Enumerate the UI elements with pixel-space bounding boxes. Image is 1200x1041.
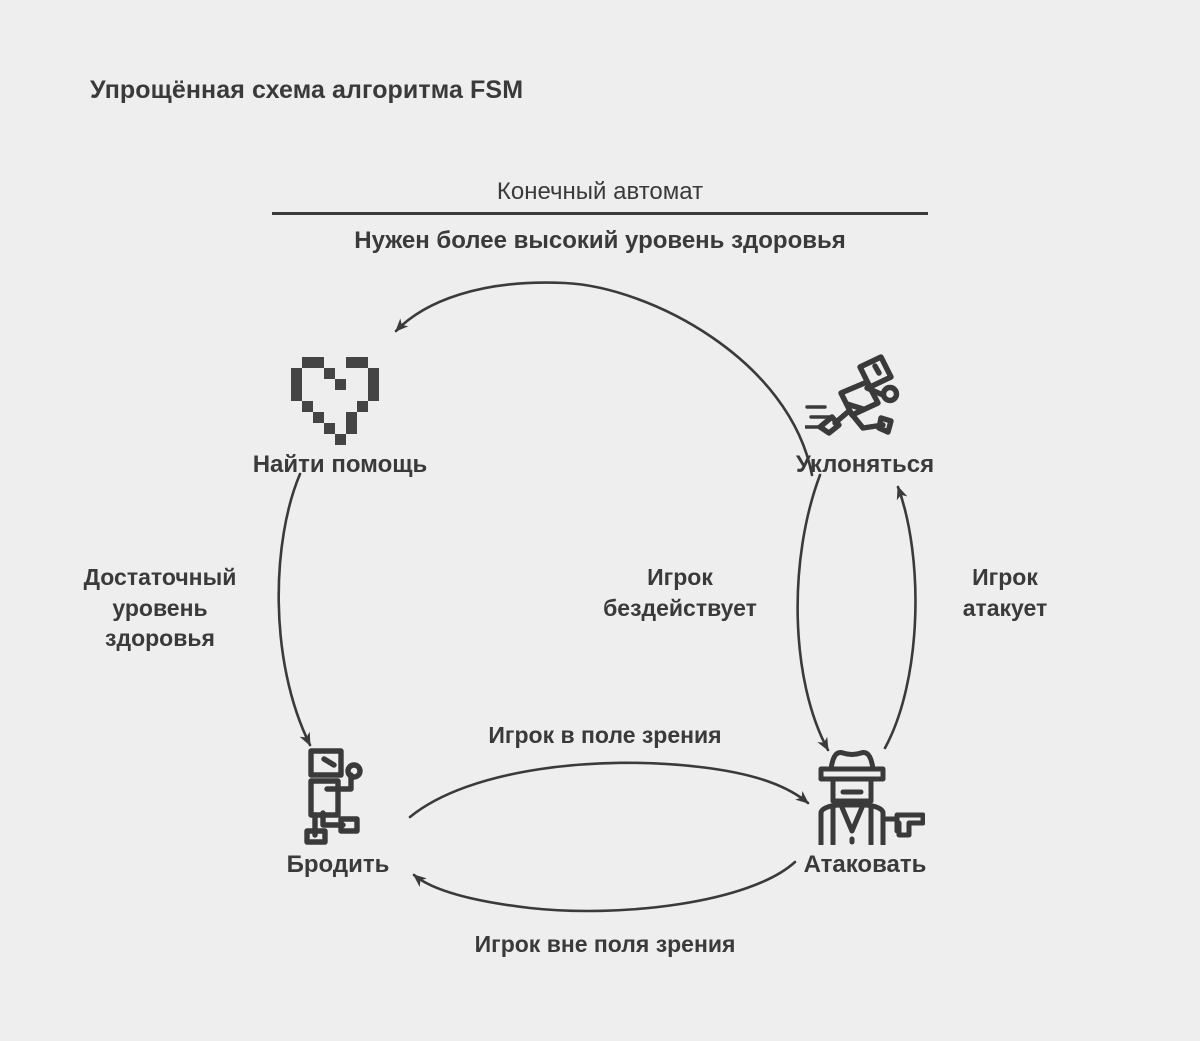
edge-attack-to-evade	[883, 485, 917, 750]
edge-attack-to-wander	[412, 860, 797, 913]
edge-label-attack-to-wander: Игрок вне поля зрения	[474, 931, 736, 957]
node-label-find-help: Найти помощь	[252, 451, 428, 478]
page-title: Упрощённая схема алгоритма FSM	[90, 76, 524, 104]
heading-divider	[272, 212, 928, 215]
edge-label-line-2: бездействует	[603, 594, 757, 621]
node-attack[interactable]: Атаковать	[745, 735, 985, 879]
edge-label-line-2: уровень	[112, 594, 208, 621]
gangster-with-gun-icon	[745, 735, 985, 845]
node-evade[interactable]: Уклоняться	[745, 335, 985, 479]
node-find-help[interactable]: Найти помощь	[220, 335, 460, 479]
edge-label-attack-to-evade: Игрок атакует	[925, 562, 1085, 623]
running-person-icon	[745, 335, 985, 445]
node-label-evade: Уклоняться	[795, 451, 935, 478]
node-label-attack: Атаковать	[803, 851, 927, 878]
edge-label-evade-to-find-help: Нужен более высокий уровень здоровья	[354, 227, 846, 254]
node-wander[interactable]: Бродить	[218, 735, 458, 879]
edge-label-line-1: Игрок	[972, 564, 1038, 590]
pixel-heart-icon	[220, 335, 460, 445]
edge-label-line-1: Достаточный	[83, 564, 237, 590]
edge-label-find-help-to-wander: Достаточный уровень здоровья	[50, 562, 270, 654]
edge-evade-to-attack	[796, 473, 830, 752]
edge-wander-to-attack	[408, 761, 810, 819]
edge-label-line-2: атакует	[962, 594, 1048, 621]
fsm-heading: Конечный автомат	[496, 178, 704, 205]
edge-label-line-3: здоровья	[105, 625, 215, 652]
edge-label-line-1: Игрок	[647, 564, 713, 590]
walking-person-icon	[218, 735, 458, 845]
edge-label-wander-to-attack: Игрок в поле зрения	[488, 722, 722, 748]
edge-label-evade-to-attack: Игрок бездействует	[575, 562, 785, 623]
edge-find-help-to-wander	[277, 472, 312, 747]
node-label-wander: Бродить	[286, 851, 390, 878]
edge-evade-to-find-help	[394, 281, 814, 477]
